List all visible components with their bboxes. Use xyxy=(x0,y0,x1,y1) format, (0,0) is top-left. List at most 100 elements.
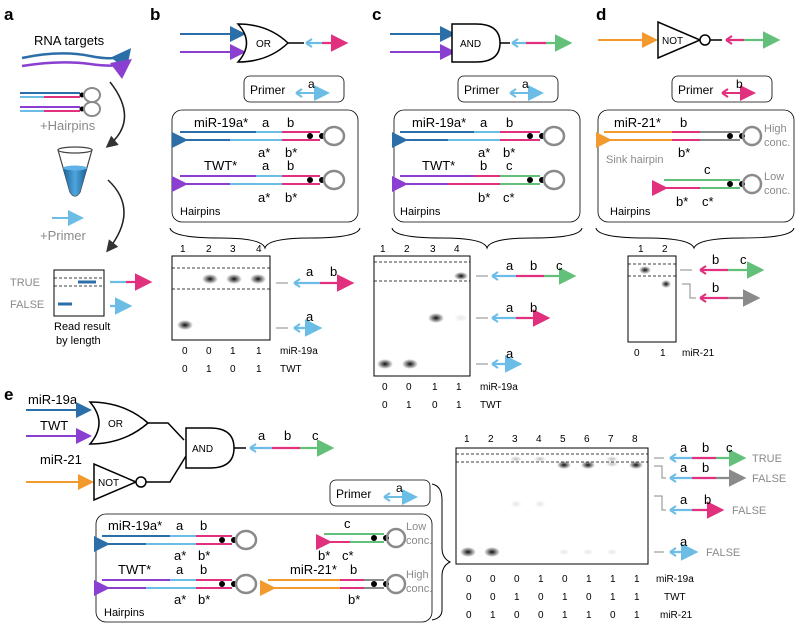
svg-text:a: a xyxy=(680,534,688,549)
svg-text:TWT: TWT xyxy=(280,364,302,375)
svg-text:a*: a* xyxy=(258,190,270,205)
svg-text:AND: AND xyxy=(192,444,213,455)
svg-text:conc.: conc. xyxy=(406,583,432,595)
gel-band xyxy=(606,461,618,467)
hairpin-1: miR-19a* a b a* b* xyxy=(94,518,258,563)
output-strand xyxy=(725,31,781,49)
hairpin-2: TWT* b c b* c* xyxy=(392,158,566,205)
lane-label: 3 xyxy=(430,244,436,255)
step-arrow-1 xyxy=(105,81,126,148)
svg-text:a*: a* xyxy=(174,592,186,607)
svg-text:0: 0 xyxy=(586,592,592,603)
lane-label: 1 xyxy=(380,244,386,255)
svg-text:1: 1 xyxy=(456,400,462,411)
svg-text:0: 0 xyxy=(230,364,236,375)
svg-text:0: 0 xyxy=(610,610,616,621)
gel-band xyxy=(606,456,618,462)
svg-text:miR-21: miR-21 xyxy=(682,348,715,359)
gel-e: 1 2 3 4 5 6 7 8 0 0 0 xyxy=(455,434,694,621)
svg-text:b: b xyxy=(287,115,294,130)
svg-text:TWT*: TWT* xyxy=(422,158,455,173)
svg-text:miR-21*: miR-21* xyxy=(614,115,661,130)
svg-text:c*: c* xyxy=(702,194,714,209)
svg-text:miR-19a*: miR-19a* xyxy=(194,115,248,130)
primer-domain: a xyxy=(396,481,403,495)
by-length-label: by length xyxy=(56,335,101,347)
svg-text:b: b xyxy=(712,252,719,267)
svg-text:b: b xyxy=(702,440,709,455)
svg-text:a: a xyxy=(680,440,688,455)
lane-label: 1 xyxy=(638,244,644,255)
svg-text:NOT: NOT xyxy=(98,478,119,489)
svg-text:b*: b* xyxy=(348,592,360,607)
svg-text:b: b xyxy=(200,518,207,533)
or-gate-icon: OR xyxy=(88,401,150,445)
sink-hairpin: miR-21* b b* High conc. xyxy=(260,562,432,607)
gel-band xyxy=(557,461,571,469)
svg-text:0: 0 xyxy=(514,574,520,585)
svg-text:0: 0 xyxy=(182,346,188,357)
and-gate-icon: AND xyxy=(185,427,235,469)
product-a: a xyxy=(276,309,323,337)
svg-text:b: b xyxy=(704,492,711,507)
svg-text:a: a xyxy=(176,562,184,577)
product-bc: b c xyxy=(680,252,765,279)
svg-text:b: b xyxy=(702,460,709,475)
svg-text:0: 0 xyxy=(514,610,520,621)
gel-band xyxy=(428,313,444,323)
svg-text:miR-19a: miR-19a xyxy=(656,574,694,585)
lane-label: 6 xyxy=(584,434,590,445)
svg-text:TWT: TWT xyxy=(664,592,686,603)
svg-text:b: b xyxy=(680,115,687,130)
svg-text:b: b xyxy=(480,158,487,173)
svg-text:1: 1 xyxy=(634,610,640,621)
lane-label: 2 xyxy=(404,244,410,255)
svg-text:0: 0 xyxy=(182,364,188,375)
svg-text:b: b xyxy=(506,115,513,130)
input-label: miR-19a xyxy=(28,392,78,407)
svg-text:High: High xyxy=(406,569,429,581)
hairpin-3: c b* c* Low conc. xyxy=(316,516,432,563)
svg-text:c: c xyxy=(556,258,563,273)
hairpin-box xyxy=(597,109,795,223)
svg-text:miR-19a*: miR-19a* xyxy=(108,518,162,533)
gel-band xyxy=(177,320,193,330)
svg-text:b*: b* xyxy=(285,145,297,160)
brace xyxy=(595,227,795,250)
product-b-sink: b xyxy=(682,280,761,307)
lane-label: 4 xyxy=(256,244,262,255)
product-ab-false: a b FALSE xyxy=(654,492,766,519)
gel-band xyxy=(460,547,476,557)
primer-label: Primer xyxy=(464,83,499,97)
svg-text:a: a xyxy=(176,518,184,533)
svg-text:b*: b* xyxy=(503,145,515,160)
svg-text:1: 1 xyxy=(406,400,412,411)
lane-label: 1 xyxy=(464,434,470,445)
svg-text:miR-19a: miR-19a xyxy=(280,346,318,357)
lane-label: 3 xyxy=(230,244,236,255)
panel-letter: d xyxy=(596,5,606,24)
svg-text:Sink hairpin: Sink hairpin xyxy=(606,154,663,166)
gel-band xyxy=(402,359,418,369)
primer-domain: a xyxy=(522,77,529,91)
panel-letter: a xyxy=(4,5,14,24)
panel-c: c AND Primer a miR-19a* a b xyxy=(372,5,583,411)
rna-targets-label: RNA targets xyxy=(34,33,105,48)
brace xyxy=(431,483,452,621)
svg-text:conc.: conc. xyxy=(764,185,790,197)
lane-label: 4 xyxy=(536,434,542,445)
gel-band xyxy=(202,274,218,284)
gel-band xyxy=(510,500,522,508)
svg-text:0: 0 xyxy=(490,592,496,603)
lane-label: 5 xyxy=(560,434,566,445)
svg-text:1: 1 xyxy=(562,592,568,603)
hairpin-2: TWT* a b a* b* xyxy=(172,158,346,205)
svg-text:1: 1 xyxy=(634,574,640,585)
hairpins-label: Hairpins xyxy=(180,206,221,218)
product-ab: a b xyxy=(276,264,355,292)
svg-text:1: 1 xyxy=(230,346,236,357)
true-label: TRUE xyxy=(10,277,40,289)
lane-label: 2 xyxy=(662,244,668,255)
lane-label: 3 xyxy=(512,434,518,445)
plus-hairpins-label: +Hairpins xyxy=(40,118,96,133)
